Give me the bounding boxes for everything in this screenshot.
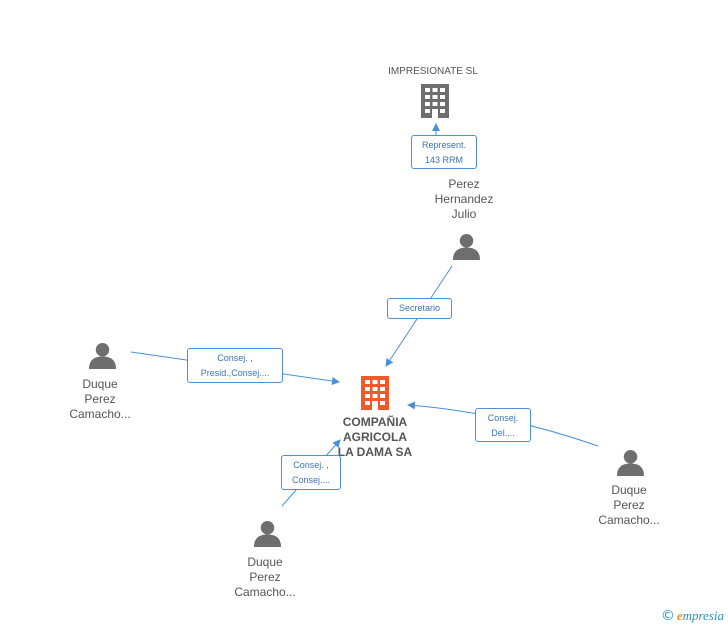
person-icon-duque-left[interactable] <box>89 342 116 369</box>
person-icon-duque-bottom[interactable] <box>254 520 281 547</box>
brand-initial: e <box>676 608 683 623</box>
edge-label-consej-del[interactable]: Consej. Del.... <box>475 408 531 442</box>
edge-label-secretario[interactable]: Secretario <box>387 298 452 319</box>
node-label-compania[interactable]: COMPAÑIA AGRICOLA LA DAMA SA <box>337 415 413 459</box>
brand-name: mpresia <box>682 608 724 623</box>
edge-label-represent[interactable]: Represent. 143 RRM <box>411 135 477 169</box>
person-icon-perez-hernandez[interactable] <box>453 233 480 260</box>
node-label-duque-right[interactable]: Duque Perez Camacho... <box>598 483 660 527</box>
node-label-duque-bottom[interactable]: Duque Perez Camacho... <box>234 555 296 599</box>
building-icon-compania[interactable] <box>361 376 389 410</box>
empresia-watermark: ©empresia <box>661 608 724 624</box>
node-label-duque-left[interactable]: Duque Perez Camacho... <box>69 377 131 421</box>
copyright-symbol: © <box>660 608 675 624</box>
building-icon-impresionate[interactable] <box>421 84 449 118</box>
node-label-perez-hernandez[interactable]: Perez Hernandez Julio <box>434 177 494 221</box>
edge-label-consej-presid[interactable]: Consej. , Presid.,Consej.... <box>187 348 283 383</box>
edge-label-consej-consej[interactable]: Consej. , Consej.... <box>281 455 341 490</box>
node-label-impresionate[interactable]: IMPRESIONATE SL <box>388 66 478 77</box>
person-icon-duque-right[interactable] <box>617 449 644 476</box>
